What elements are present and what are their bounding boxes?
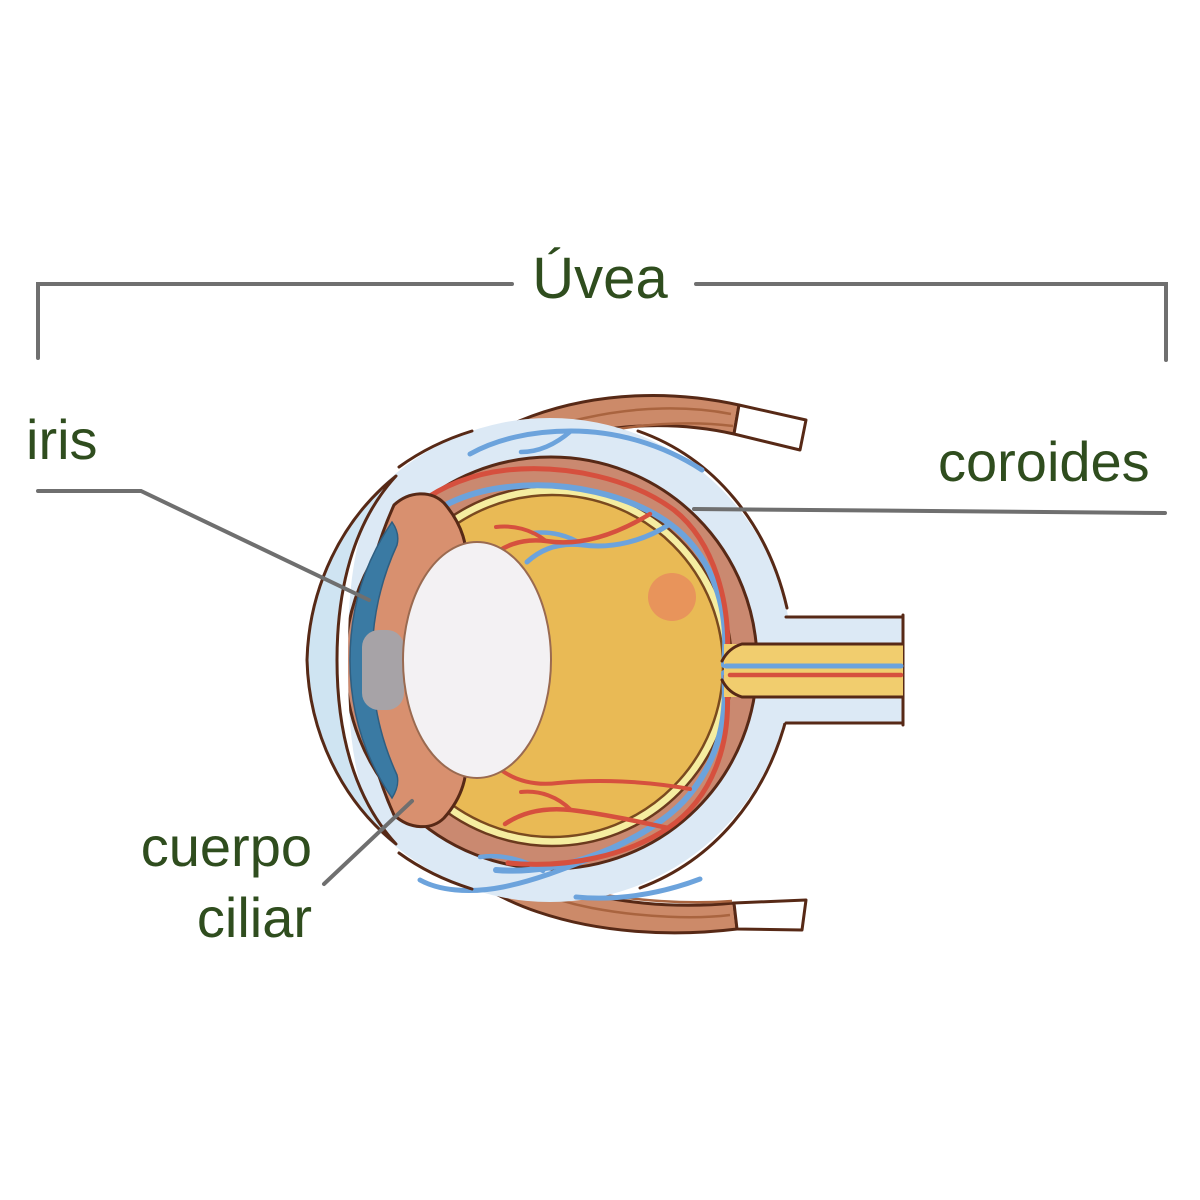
vein-inferior [493, 670, 728, 874]
muscle-wrap-arc-top [636, 429, 789, 610]
limbus-arc-top [397, 429, 474, 469]
muscle-wrap-arc-bottom [638, 714, 789, 890]
label-coroides: coroides [938, 430, 1150, 493]
artery-branch [519, 789, 573, 812]
artery-branch [494, 524, 548, 543]
inferior-muscle-tendon [732, 898, 808, 932]
cuerpo-ciliar-leader-line [322, 799, 414, 886]
annotation-lines [36, 282, 1168, 886]
label-uvea: Úvea [532, 246, 668, 311]
vein-inferior-2 [573, 876, 703, 901]
optic-nerve [720, 613, 905, 727]
nerve-core [724, 644, 903, 697]
anterior-segment [272, 429, 552, 891]
limbus-arc-bottom [397, 851, 474, 891]
pupil [362, 630, 404, 710]
label-cuerpo-ciliar-line2: ciliar [196, 885, 312, 949]
superior-muscle-tendon [732, 403, 808, 452]
iris-band [349, 520, 399, 800]
artery-branch-2 [499, 768, 692, 791]
coroides-leader-line [692, 507, 1167, 515]
cornea [305, 474, 398, 846]
lens [402, 541, 552, 779]
artery-superior [417, 466, 731, 677]
nerve-core-outline [720, 642, 905, 699]
retinal-vessels [413, 428, 731, 901]
label-cuerpo-ciliar-line1: cuerpo [140, 815, 312, 878]
vein-superior [413, 482, 729, 668]
label-cuerpo-ciliar: cuerpo ciliar [141, 812, 312, 953]
label-iris: iris [26, 408, 98, 471]
vein-branch [518, 428, 574, 455]
macula [648, 573, 696, 621]
vein-branch [477, 853, 546, 874]
uvea-bracket-left [36, 282, 514, 360]
uvea-bracket-right [694, 282, 1168, 362]
iris-leader-line [36, 489, 371, 602]
